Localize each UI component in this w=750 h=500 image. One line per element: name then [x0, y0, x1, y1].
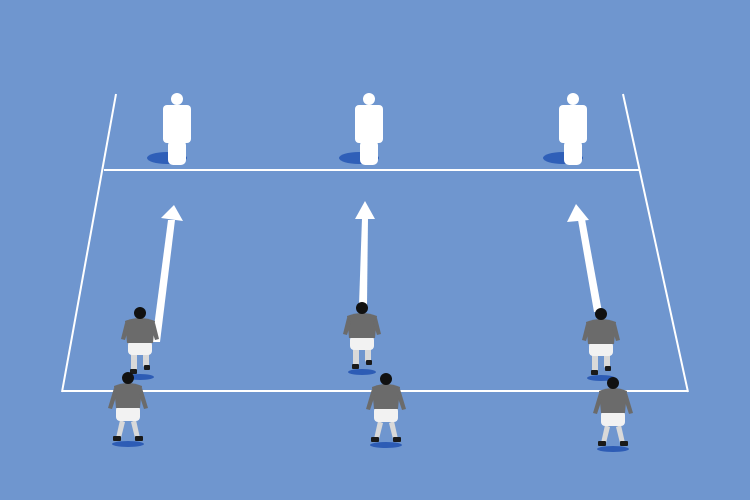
run-arrows [152, 201, 602, 342]
waiting-player [366, 373, 406, 448]
tackle-dummy [543, 93, 587, 165]
running-player [121, 307, 159, 380]
pitch-right-sideline [622, 93, 689, 393]
waiting-players [108, 372, 633, 452]
tackle-dummy [339, 93, 383, 165]
running-player [343, 302, 381, 375]
running-players [121, 302, 620, 381]
waiting-player [593, 377, 633, 452]
tackle-dummy [147, 93, 191, 165]
running-player [582, 308, 620, 381]
run-arrow [355, 201, 375, 305]
waiting-player [108, 372, 148, 447]
pitch-left-sideline [61, 93, 117, 393]
tackle-dummies [147, 93, 587, 165]
run-arrow [152, 205, 183, 342]
run-arrow [567, 204, 602, 312]
